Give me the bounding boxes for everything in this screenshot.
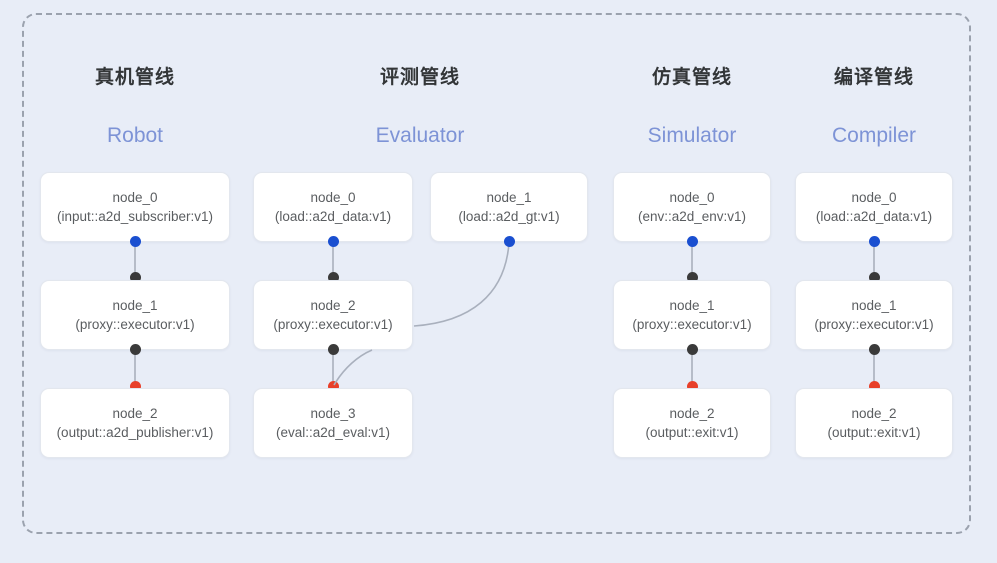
node-kind: (output::a2d_publisher:v1) xyxy=(56,425,214,440)
node-kind: (eval::a2d_eval:v1) xyxy=(275,425,391,440)
port-in-red-compiler-2[interactable] xyxy=(868,381,880,392)
edge-robot-1-2 xyxy=(134,350,136,388)
node-kind: (load::a2d_gt:v1) xyxy=(458,209,560,224)
node-kind: (input::a2d_subscriber:v1) xyxy=(56,209,214,224)
edge-simulator-1-2 xyxy=(691,350,693,388)
node-name: node_2 xyxy=(112,406,158,421)
port-out-blue-robot-0[interactable] xyxy=(129,236,141,247)
edge-simulator-0-1 xyxy=(691,242,693,280)
node-robot-2[interactable]: node_2 (output::a2d_publisher:v1) xyxy=(40,388,230,458)
port-in-black-evaluator-2[interactable] xyxy=(327,272,339,283)
port-in-red-robot-2[interactable] xyxy=(129,381,141,392)
node-name: node_0 xyxy=(112,190,158,205)
column-title-simulator: 仿真管线 xyxy=(651,67,732,88)
node-kind: (proxy::executor:v1) xyxy=(814,317,934,332)
port-out-black-robot-1[interactable] xyxy=(129,344,141,355)
node-name: node_2 xyxy=(851,406,897,421)
node-name: node_0 xyxy=(669,190,715,205)
node-kind: (load::a2d_data:v1) xyxy=(274,209,392,224)
node-name: node_1 xyxy=(669,298,715,313)
column-subtitle-simulator: Simulator xyxy=(647,124,737,147)
node-kind: (env::a2d_env:v1) xyxy=(637,209,747,224)
node-simulator-0[interactable]: node_0 (env::a2d_env:v1) xyxy=(613,172,771,242)
node-kind: (output::exit:v1) xyxy=(645,425,739,440)
node-evaluator-gt[interactable]: node_1 (load::a2d_gt:v1) xyxy=(430,172,588,242)
node-compiler-0[interactable]: node_0 (load::a2d_data:v1) xyxy=(795,172,953,242)
port-out-blue-evaluator-0[interactable] xyxy=(327,236,339,247)
node-kind: (proxy::executor:v1) xyxy=(273,317,393,332)
port-out-blue-evaluator-gt[interactable] xyxy=(503,236,515,247)
edge-compiler-1-2 xyxy=(873,350,875,388)
node-name: node_1 xyxy=(112,298,158,313)
node-name: node_1 xyxy=(851,298,897,313)
node-simulator-1[interactable]: node_1 (proxy::executor:v1) xyxy=(613,280,771,350)
node-name: node_0 xyxy=(851,190,897,205)
edge-evaluator-2-3 xyxy=(332,350,334,388)
node-kind: (load::a2d_data:v1) xyxy=(815,209,933,224)
port-in-black-simulator-1[interactable] xyxy=(686,272,698,283)
column-subtitle-evaluator: Evaluator xyxy=(375,124,465,147)
port-out-blue-simulator-0[interactable] xyxy=(686,236,698,247)
column-title-robot: 真机管线 xyxy=(94,67,175,88)
node-robot-0[interactable]: node_0 (input::a2d_subscriber:v1) xyxy=(40,172,230,242)
node-name: node_3 xyxy=(310,406,356,421)
node-evaluator-2[interactable]: node_2 (proxy::executor:v1) xyxy=(253,280,413,350)
port-out-black-compiler-1[interactable] xyxy=(868,344,880,355)
column-subtitle-robot: Robot xyxy=(106,124,164,147)
node-kind: (proxy::executor:v1) xyxy=(75,317,195,332)
column-title-evaluator: 评测管线 xyxy=(379,67,460,88)
pipeline-overview-frame xyxy=(22,13,971,534)
edge-evaluator-0-2 xyxy=(332,242,334,280)
port-in-black-compiler-1[interactable] xyxy=(868,272,880,283)
column-subtitle-compiler: Compiler xyxy=(831,124,917,147)
port-out-black-evaluator-2[interactable] xyxy=(327,344,339,355)
node-name: node_1 xyxy=(486,190,532,205)
node-name: node_0 xyxy=(310,190,356,205)
port-out-black-simulator-1[interactable] xyxy=(686,344,698,355)
node-compiler-1[interactable]: node_1 (proxy::executor:v1) xyxy=(795,280,953,350)
edge-robot-0-1 xyxy=(134,242,136,280)
node-kind: (output::exit:v1) xyxy=(827,425,921,440)
edge-compiler-0-1 xyxy=(873,242,875,280)
node-simulator-2[interactable]: node_2 (output::exit:v1) xyxy=(613,388,771,458)
node-evaluator-3[interactable]: node_3 (eval::a2d_eval:v1) xyxy=(253,388,413,458)
node-compiler-2[interactable]: node_2 (output::exit:v1) xyxy=(795,388,953,458)
column-title-compiler: 编译管线 xyxy=(833,67,914,88)
node-evaluator-0[interactable]: node_0 (load::a2d_data:v1) xyxy=(253,172,413,242)
node-name: node_2 xyxy=(669,406,715,421)
port-in-red-simulator-2[interactable] xyxy=(686,381,698,392)
node-kind: (proxy::executor:v1) xyxy=(632,317,752,332)
port-out-blue-compiler-0[interactable] xyxy=(868,236,880,247)
port-in-red-evaluator-3[interactable] xyxy=(327,381,339,392)
node-robot-1[interactable]: node_1 (proxy::executor:v1) xyxy=(40,280,230,350)
port-in-black-robot-1[interactable] xyxy=(129,272,141,283)
node-name: node_2 xyxy=(310,298,356,313)
